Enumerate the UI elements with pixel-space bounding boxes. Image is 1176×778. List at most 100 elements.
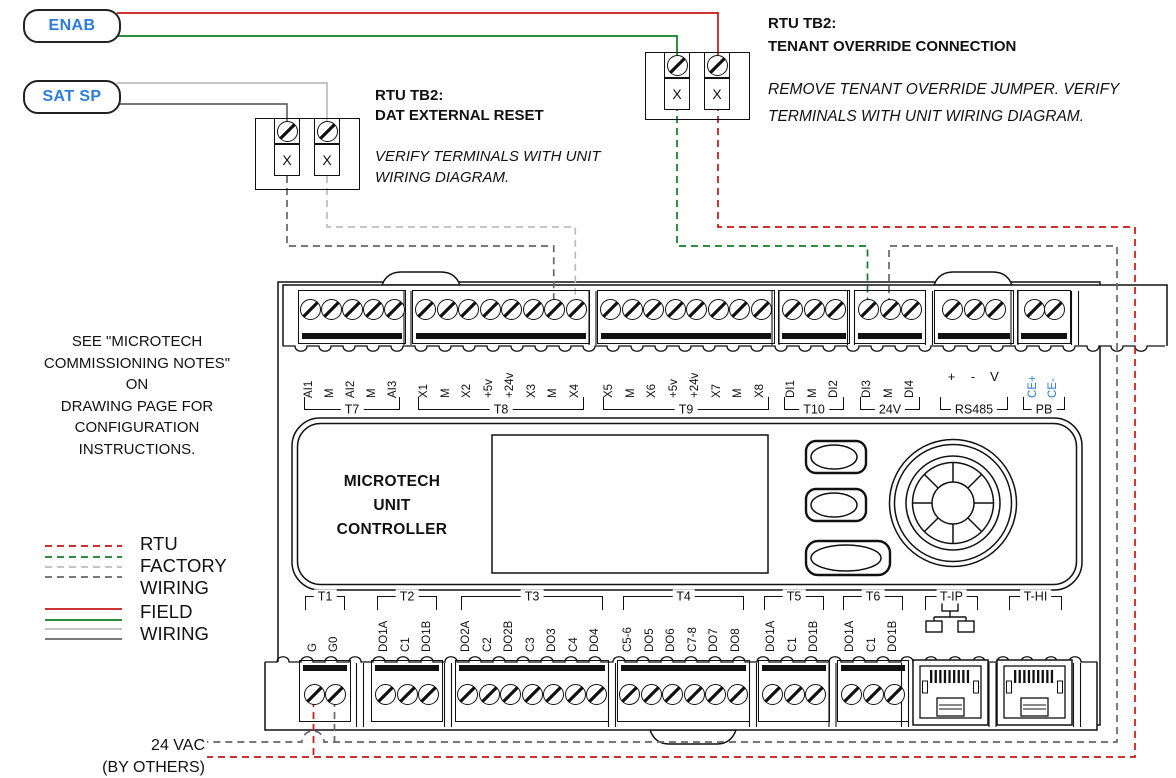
terminal-x-label: X: [712, 86, 722, 102]
terminal-pin-label: AI2: [344, 380, 357, 398]
terminal-pin-label: G0: [328, 636, 340, 652]
terminal-group-bracket: T6: [843, 589, 903, 610]
callout-line: REMOVE TENANT OVERRIDE JUMPER. VERIFY: [768, 81, 1120, 98]
top-terminal-plate-outline: [282, 284, 1168, 346]
terminal-group-label: T6: [861, 589, 885, 604]
terminal-x: X: [704, 78, 730, 110]
legend-field-wiring: FIELD WIRING: [140, 601, 209, 645]
tenant-override-terminal-block: X X: [645, 52, 750, 120]
menu-button-face: [810, 444, 858, 470]
terminal-pin-label: V: [990, 369, 999, 384]
controller-display: [491, 434, 769, 574]
wire-satsp-a: [117, 82, 328, 126]
note-line: ON: [125, 376, 149, 393]
bottom-plate-serrated-edge: [265, 656, 1097, 663]
terminal-block-bar: [782, 333, 846, 339]
tag-enab-label: ENAB: [48, 17, 96, 34]
callout-line: TENANT OVERRIDE CONNECTION: [768, 38, 1017, 55]
terminal-pin-label: CE-: [1046, 378, 1059, 398]
terminal-pin-label: C4: [567, 637, 580, 652]
screw-icon: [858, 299, 879, 320]
terminal-pin-label: AI1: [302, 380, 315, 398]
terminal-pin-label: DO5: [643, 628, 656, 652]
terminal-group-label: T8: [489, 402, 513, 417]
screw-icon: [586, 684, 607, 705]
screw-icon: [325, 684, 346, 705]
terminal-pin-label: X3: [525, 383, 538, 398]
terminal-block-bar: [303, 665, 347, 671]
screw-icon: [621, 299, 643, 320]
terminal-pin-label: C5-6: [622, 627, 635, 652]
terminal-pin-label: -: [970, 369, 976, 384]
rj45-tab: [936, 697, 965, 717]
screw-icon: [705, 684, 727, 705]
wire-enab-hot: [117, 12, 719, 62]
terminal-group-label: T7: [340, 402, 364, 417]
screw-icon: [901, 299, 922, 320]
screw-icon: [478, 684, 500, 705]
note-line: COMMISSIONING NOTES": [43, 354, 231, 372]
enter-button-face: [810, 544, 882, 572]
terminal-x-label: X: [322, 152, 332, 168]
screw-icon: [985, 299, 1006, 320]
terminal-pin-label: DO4: [589, 628, 601, 652]
terminal-x: X: [664, 78, 690, 110]
terminal-pin-label: C3: [524, 637, 537, 652]
screw-icon: [1043, 299, 1065, 320]
terminal-pin-label: DO1A: [765, 620, 777, 652]
terminal-group-label: 24V: [874, 402, 906, 417]
terminal-block-bar: [302, 333, 402, 339]
ethernet-network-icon: [933, 611, 967, 621]
rj45-pin: [966, 670, 970, 683]
dial-spoke: [923, 473, 939, 489]
screw-icon: [600, 299, 622, 320]
block-separator: [1010, 291, 1019, 345]
screw-icon: [640, 684, 662, 705]
terminal-pin-label: DO2B: [503, 620, 515, 652]
terminal-pin-label: +5v: [482, 379, 495, 398]
screw-icon: [543, 684, 564, 705]
rj45-pin: [939, 670, 942, 683]
screw-icon: [320, 299, 342, 320]
legend-line-samples: [45, 545, 122, 640]
terminal-pin-label: C2: [481, 637, 494, 652]
callout-line: WIRING DIAGRAM.: [375, 169, 510, 186]
legend-line: FACTORY: [140, 555, 227, 576]
terminal-group-bracket: T8: [418, 397, 584, 417]
screw-icon: [479, 299, 501, 320]
screw-icon: [276, 120, 298, 142]
mount-tab-top-right: [932, 271, 1014, 286]
callout-line: RTU TB2:: [375, 87, 444, 104]
terminal-pin-label: M: [323, 388, 336, 398]
rj45-pin: [943, 670, 947, 683]
ethernet-network-icon: [957, 620, 975, 633]
block-separator: [1072, 663, 1082, 727]
screw-frame: [314, 118, 340, 144]
terminal-pin-label: M: [547, 388, 560, 398]
screw-icon: [619, 684, 641, 705]
top-plate-serrated-edge: [283, 345, 1165, 352]
terminal-group-bracket: T4: [623, 589, 744, 610]
screw-icon: [963, 299, 985, 320]
terminal-group-label: T3: [520, 589, 544, 604]
screw-icon: [457, 684, 478, 705]
screw-icon: [782, 299, 803, 320]
screw-icon: [805, 684, 826, 705]
screw-icon: [396, 684, 418, 705]
terminal-block-bar: [938, 333, 1010, 339]
rj45-pin: [1023, 670, 1026, 683]
terminal-pin-label: C1: [865, 637, 878, 652]
terminal-block-bar: [1021, 333, 1067, 339]
block-separator: [403, 291, 412, 345]
keypad-buttons: [804, 439, 892, 577]
screw-icon: [362, 299, 384, 320]
terminal-group-bracket: T-HI: [1009, 589, 1062, 610]
controller-name: MICROTECH UNIT CONTROLLER: [292, 470, 492, 542]
terminal-block-bar: [375, 665, 439, 671]
terminal-pin-label: C1: [399, 637, 412, 652]
screw-icon: [383, 299, 405, 320]
block-separator: [988, 663, 997, 727]
rj45-pin: [1041, 670, 1044, 683]
screw-icon: [501, 299, 523, 320]
screw-icon: [707, 299, 729, 320]
